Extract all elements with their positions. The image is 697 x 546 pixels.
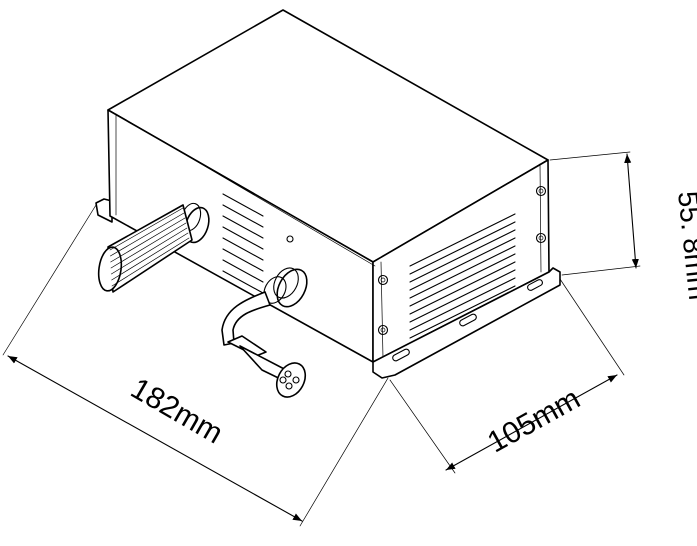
gland-rib bbox=[111, 232, 189, 281]
mounting-flange-front bbox=[372, 267, 561, 379]
vent-slot bbox=[409, 261, 516, 315]
gland-rib bbox=[109, 207, 184, 251]
screw bbox=[377, 324, 389, 336]
vent-slot bbox=[409, 213, 516, 267]
gland-rib bbox=[110, 227, 188, 275]
side-vent-slots bbox=[222, 193, 264, 294]
bevel-line bbox=[380, 261, 384, 359]
dimension-width-label: 105mm bbox=[482, 382, 586, 459]
screw bbox=[535, 185, 547, 197]
vent-slot bbox=[409, 285, 516, 339]
screw bbox=[377, 274, 389, 286]
vent-slot bbox=[222, 237, 264, 261]
end-vent-slots bbox=[409, 213, 516, 339]
vent-slot bbox=[222, 193, 264, 217]
bevel-line bbox=[115, 113, 376, 267]
dimension-length-label: 182mm bbox=[125, 372, 228, 451]
gland-rib bbox=[110, 222, 187, 269]
vent-slot bbox=[409, 277, 516, 331]
vent-slot bbox=[222, 259, 264, 283]
bevel-line bbox=[539, 163, 542, 273]
vent-slot bbox=[409, 229, 516, 283]
vent-slot bbox=[222, 226, 264, 250]
indicator-hole bbox=[286, 235, 294, 243]
vent-slot bbox=[222, 215, 264, 239]
flange-slot bbox=[527, 279, 543, 291]
gland-rib bbox=[110, 217, 186, 263]
vent-slot bbox=[409, 253, 516, 307]
vent-slot bbox=[222, 270, 264, 294]
gland-rib bbox=[111, 237, 190, 287]
vent-slot bbox=[409, 245, 516, 299]
screw bbox=[535, 232, 547, 244]
vent-slot bbox=[409, 237, 516, 291]
screws bbox=[286, 185, 547, 336]
vent-slot bbox=[222, 204, 264, 228]
dimension-height: 55. 8mm bbox=[549, 151, 697, 302]
cable-gland bbox=[97, 202, 210, 293]
vent-slot bbox=[409, 221, 516, 275]
vent-slot bbox=[409, 269, 516, 323]
dimension-height-label: 55. 8mm bbox=[672, 190, 697, 302]
flange-slot bbox=[392, 348, 410, 362]
vent-slot bbox=[222, 248, 264, 272]
gland-ribs bbox=[109, 207, 190, 287]
flange-slot bbox=[459, 313, 477, 327]
gland-rib bbox=[109, 212, 185, 257]
